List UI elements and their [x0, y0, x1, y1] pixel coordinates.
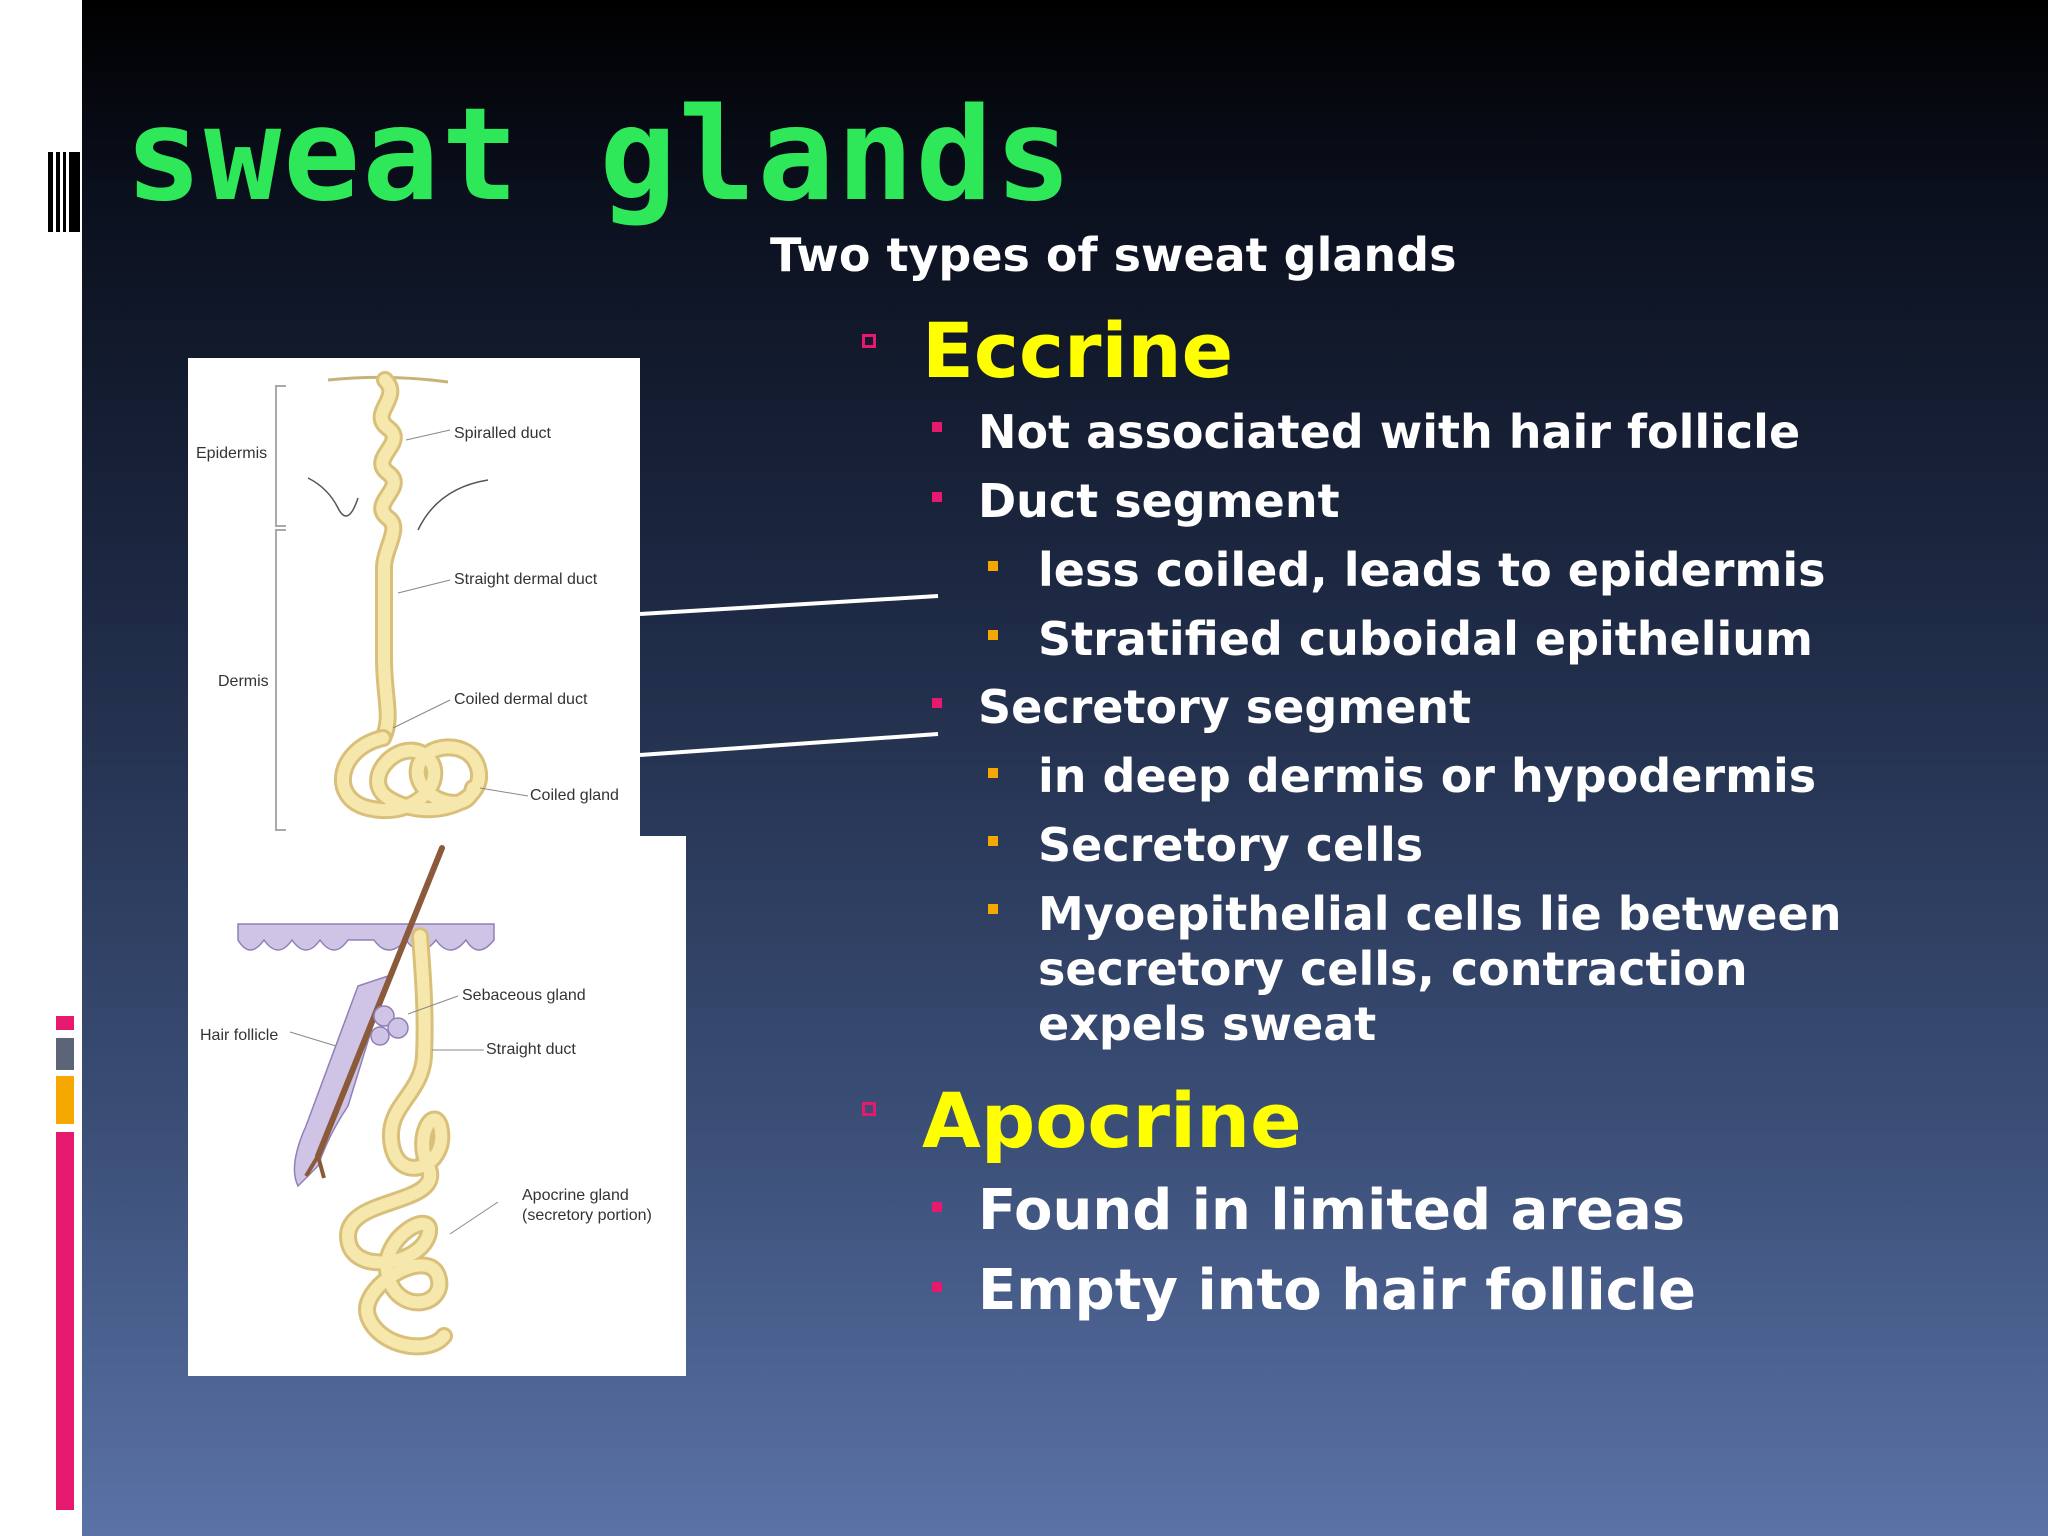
eccrine-subitem: less coiled, leads to epidermis	[1038, 543, 1826, 597]
slide-subtitle: Two types of sweat glands	[770, 228, 1457, 282]
square-bullet-icon	[862, 334, 876, 348]
decorative-block-pink-long	[56, 1132, 74, 1510]
eccrine-subitem: Stratified cuboidal epithelium	[1038, 612, 1813, 666]
apocrine-gland-illustration: Sebaceous gland Straight duct Hair folli…	[200, 845, 652, 1356]
orange-bullet-icon	[988, 561, 998, 571]
decorative-block-gray	[56, 1038, 74, 1070]
label-hair-follicle: Hair follicle	[200, 1027, 278, 1044]
label-sebaceous-gland: Sebaceous gland	[462, 987, 586, 1004]
label-epidermis: Epidermis	[196, 445, 267, 462]
apocrine-heading: Apocrine	[922, 1076, 1302, 1165]
eccrine-subitem: Myoepithelial cells lie between	[1038, 887, 1842, 941]
label-coiled-gland: Coiled gland	[530, 787, 619, 804]
eccrine-item: Not associated with hair follicle	[978, 405, 1801, 459]
orange-bullet-icon	[988, 768, 998, 778]
label-coiled-dermal-duct: Coiled dermal duct	[454, 691, 588, 708]
eccrine-item: Duct segment	[978, 474, 1340, 528]
label-secretory-portion: (secretory portion)	[522, 1207, 652, 1224]
apocrine-gland-figure: Sebaceous gland Straight duct Hair folli…	[188, 836, 686, 1376]
apocrine-item: Found in limited areas	[978, 1178, 1686, 1243]
pink-bullet-icon	[932, 492, 942, 502]
pink-bullet-icon	[932, 698, 942, 708]
pink-bullet-icon	[932, 1282, 942, 1292]
label-spiralled-duct: Spiralled duct	[454, 425, 552, 442]
eccrine-gland-figure: Epidermis Dermis Spiralled duct Straight…	[188, 358, 640, 836]
orange-bullet-icon	[988, 630, 998, 640]
pink-bullet-icon	[932, 1202, 942, 1212]
label-straight-dermal-duct: Straight dermal duct	[454, 571, 598, 588]
eccrine-subitem: in deep dermis or hypodermis	[1038, 749, 1817, 803]
apocrine-item: Empty into hair follicle	[978, 1258, 1697, 1323]
slide-decoration	[0, 0, 82, 1536]
decorative-block-pink	[56, 1016, 74, 1030]
eccrine-subitem: Secretory cells	[1038, 818, 1424, 872]
decorative-bars	[48, 152, 80, 232]
eccrine-subitem-continuation: secretory cells, contraction	[1038, 942, 1748, 996]
slide-title: sweat glands	[125, 81, 1074, 230]
label-apocrine-gland: Apocrine gland	[522, 1187, 629, 1204]
pink-bullet-icon	[932, 422, 942, 432]
eccrine-gland-illustration: Epidermis Dermis Spiralled duct Straight…	[196, 371, 619, 831]
eccrine-subitem-continuation: expels sweat	[1038, 997, 1377, 1051]
decorative-block-orange	[56, 1076, 74, 1124]
label-dermis: Dermis	[218, 673, 269, 690]
eccrine-item: Secretory segment	[978, 680, 1472, 734]
orange-bullet-icon	[988, 836, 998, 846]
orange-bullet-icon	[988, 904, 998, 914]
eccrine-heading: Eccrine	[922, 306, 1234, 395]
label-straight-duct: Straight duct	[486, 1041, 576, 1058]
square-bullet-icon	[862, 1102, 876, 1116]
